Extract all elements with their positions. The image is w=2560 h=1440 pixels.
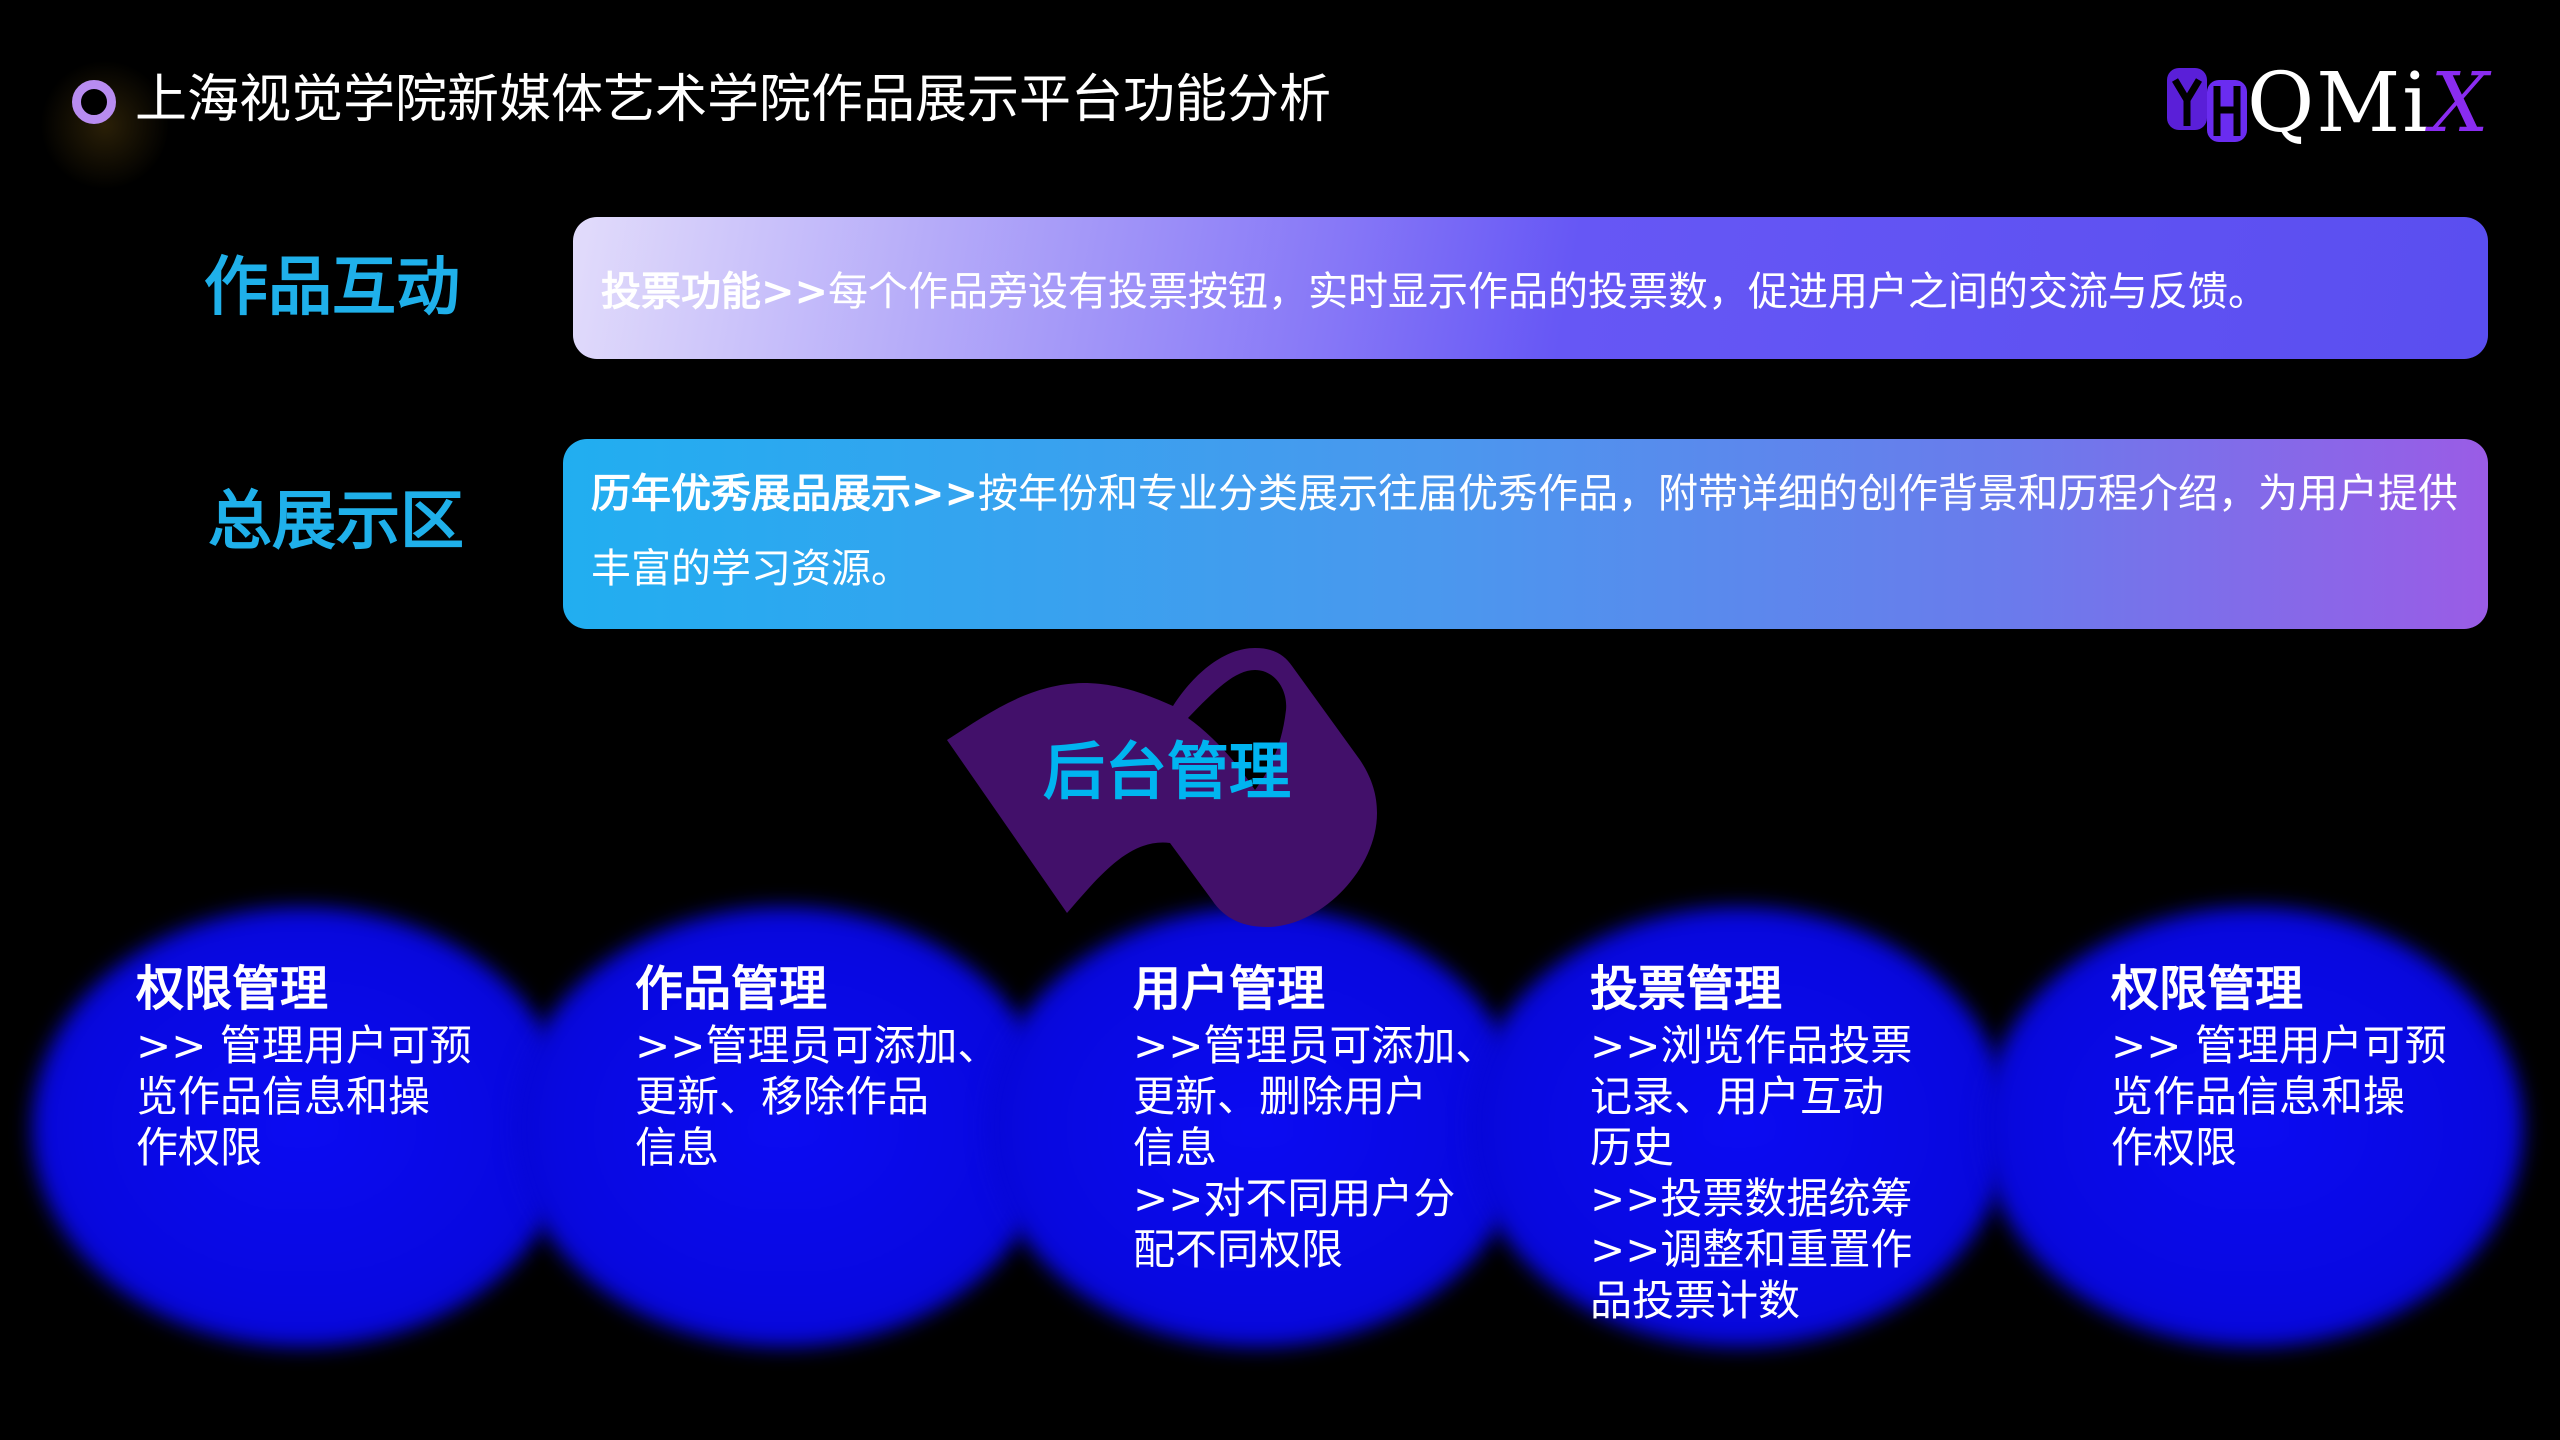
card-line: 品投票计数: [1590, 1276, 1801, 1325]
card-line: 信息: [1133, 1123, 1218, 1172]
card-works: 作品管理 >>管理员可添加、 更新、移除作品 信息: [635, 958, 999, 1173]
backend-ribbon-shape: [947, 648, 1377, 927]
card-line: 更新、移除作品: [635, 1072, 930, 1121]
card-line: 更新、删除用户: [1133, 1072, 1428, 1121]
card-title: 投票管理: [1590, 961, 1783, 1017]
card-title: 作品管理: [635, 961, 828, 1017]
showcase-feature-title: 历年优秀展品展示>>: [591, 471, 979, 517]
card-line: 记录、用户互动: [1590, 1072, 1885, 1121]
showcase-feature-text: 按年份和专业分类展示往届优秀作品，附带详细的创作背景和历程介绍，为用户提供丰富的…: [591, 471, 2459, 592]
card-line: >>对不同用户分: [1133, 1174, 1456, 1223]
row-label-interaction: 作品互动: [204, 251, 460, 325]
card-title: 权限管理: [2111, 961, 2304, 1017]
logo-text: QMiX: [2247, 56, 2491, 151]
card-line: >>管理员可添加、: [1133, 1021, 1498, 1070]
vote-feature-text: 每个作品旁设有投票按钮，实时显示作品的投票数，促进用户之间的交流与反馈。: [828, 269, 2269, 315]
logo-mark-icon: [2167, 68, 2247, 142]
card-line: >>投票数据统筹: [1590, 1174, 1913, 1223]
card-line: >> 管理用户可预: [2111, 1021, 2447, 1070]
row-label-showcase: 总展示区: [208, 485, 464, 559]
backend-title: 后台管理: [1043, 735, 1292, 808]
card-permission-2: 权限管理 >> 管理用户可预 览作品信息和操 作权限: [2111, 958, 2447, 1173]
card-line: >>管理员可添加、: [635, 1021, 1000, 1070]
card-line: 作权限: [136, 1123, 263, 1172]
title-glow: [40, 60, 170, 190]
card-blob: [32, 907, 572, 1347]
card-line: >>调整和重置作: [1590, 1225, 1913, 1274]
card-line: 配不同权限: [1133, 1225, 1344, 1274]
card-line: 览作品信息和操: [136, 1072, 431, 1121]
card-votes: 投票管理 >>浏览作品投票 记录、用户互动 历史 >>投票数据统筹 >>调整和重…: [1590, 958, 1912, 1326]
card-line: >>浏览作品投票: [1590, 1021, 1913, 1070]
card-title: 用户管理: [1133, 961, 1326, 1017]
card-line: 作权限: [2111, 1123, 2238, 1172]
card-permission-1: 权限管理 >> 管理用户可预 览作品信息和操 作权限: [136, 958, 472, 1173]
vote-feature-title: 投票功能>>: [601, 269, 829, 315]
card-line: >> 管理用户可预: [136, 1021, 472, 1070]
card-title: 权限管理: [136, 961, 329, 1017]
card-blob: [987, 907, 1527, 1347]
card-line: 览作品信息和操: [2111, 1072, 2406, 1121]
card-users: 用户管理 >>管理员可添加、 更新、删除用户 信息 >>对不同用户分 配不同权限: [1133, 958, 1497, 1275]
showcase-feature-box: 历年优秀展品展示>>按年份和专业分类展示往届优秀作品，附带详细的创作背景和历程介…: [563, 439, 2488, 629]
title-bullet-icon: [72, 80, 116, 124]
vote-feature-box: 投票功能>>每个作品旁设有投票按钮，实时显示作品的投票数，促进用户之间的交流与反…: [573, 217, 2488, 359]
card-blob: [1469, 907, 2009, 1347]
card-line: 历史: [1590, 1123, 1675, 1172]
card-blob: [1983, 907, 2523, 1347]
page-title: 上海视觉学院新媒体艺术学院作品展示平台功能分析: [135, 70, 1332, 130]
card-line: 信息: [635, 1123, 720, 1172]
card-blob: [514, 907, 1054, 1347]
logo: QMiX: [2165, 62, 2491, 146]
